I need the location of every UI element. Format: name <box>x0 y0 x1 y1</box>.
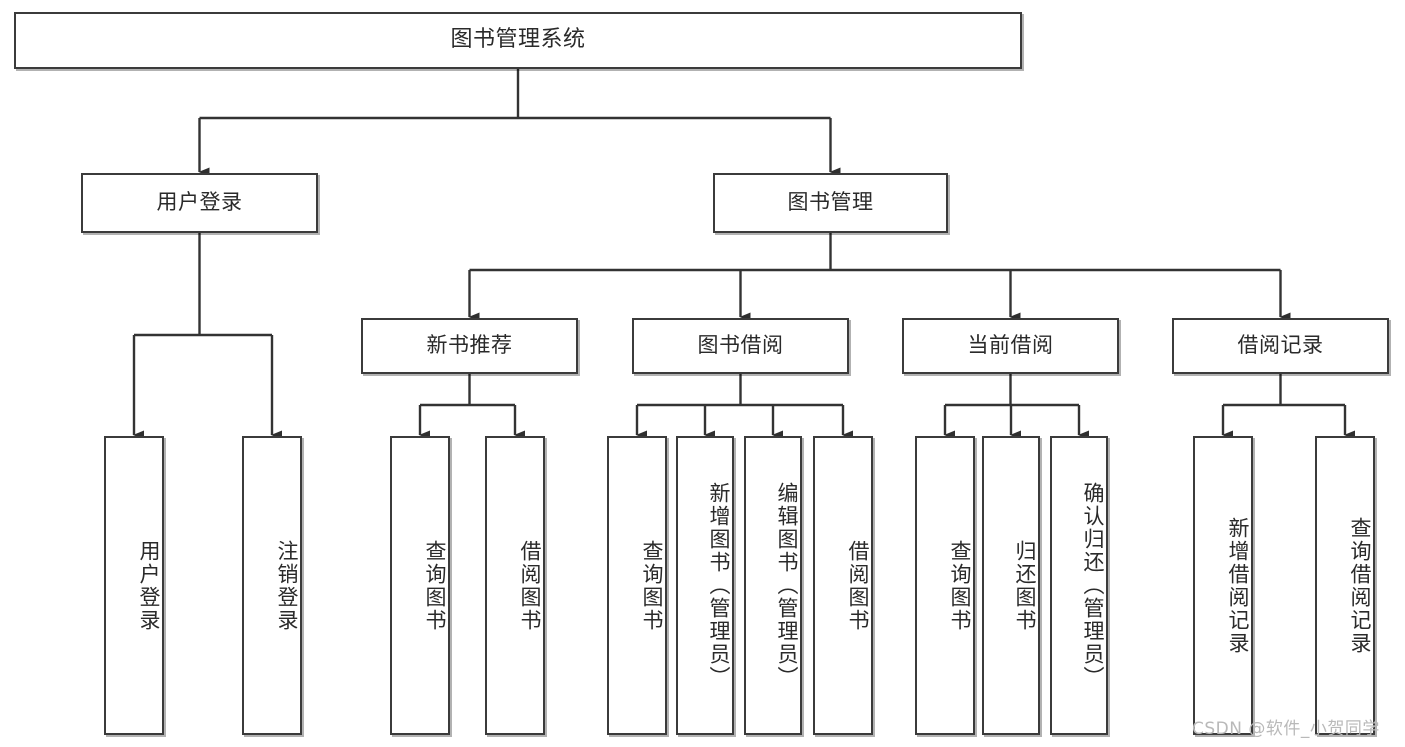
node-label: 新增图书（管理员） <box>707 482 731 689</box>
node-label: 图书管理 <box>787 190 874 215</box>
node-leaf-borrow-book-2[interactable]: 借阅图书 <box>813 436 873 735</box>
node-label: 查询图书 <box>640 539 664 632</box>
node-leaf-borrow-book-1[interactable]: 借阅图书 <box>485 436 545 735</box>
node-leaf-return-book[interactable]: 归还图书 <box>982 436 1040 735</box>
node-root-system[interactable]: 图书管理系统 <box>14 12 1022 69</box>
node-leaf-logout[interactable]: 注销登录 <box>242 436 302 735</box>
node-label: 新增借阅记录 <box>1226 516 1250 655</box>
node-label: 确认归还（管理员） <box>1081 482 1105 689</box>
node-leaf-query-book-2[interactable]: 查询图书 <box>607 436 667 735</box>
node-label: 查询借阅记录 <box>1348 516 1372 655</box>
node-label: 用户登录 <box>156 190 243 215</box>
node-label: 编辑图书（管理员） <box>775 482 799 689</box>
node-label: 查询图书 <box>423 539 447 632</box>
node-leaf-edit-book[interactable]: 编辑图书（管理员） <box>744 436 802 735</box>
node-label: 借阅图书 <box>518 539 542 632</box>
csdn-watermark: CSDN @软件_小贺同学 <box>1192 719 1380 739</box>
node-borrow-record[interactable]: 借阅记录 <box>1172 318 1389 374</box>
node-leaf-query-book-3[interactable]: 查询图书 <box>915 436 975 735</box>
node-label: 图书借阅 <box>697 333 784 358</box>
node-leaf-add-book[interactable]: 新增图书（管理员） <box>676 436 734 735</box>
node-new-book-recommend[interactable]: 新书推荐 <box>361 318 578 374</box>
node-leaf-query-record[interactable]: 查询借阅记录 <box>1315 436 1375 735</box>
node-label: 借阅记录 <box>1237 333 1324 358</box>
node-current-borrow[interactable]: 当前借阅 <box>902 318 1119 374</box>
node-leaf-add-record[interactable]: 新增借阅记录 <box>1193 436 1253 735</box>
node-book-manage[interactable]: 图书管理 <box>713 173 948 233</box>
node-label: 借阅图书 <box>846 539 870 632</box>
node-book-borrow[interactable]: 图书借阅 <box>632 318 849 374</box>
node-label: 当前借阅 <box>967 333 1054 358</box>
node-label: 注销登录 <box>275 539 299 632</box>
node-label: 图书管理系统 <box>450 27 586 53</box>
node-leaf-confirm-return[interactable]: 确认归还（管理员） <box>1050 436 1108 735</box>
node-user-login[interactable]: 用户登录 <box>81 173 318 233</box>
node-label: 用户登录 <box>137 539 161 632</box>
node-leaf-user-login[interactable]: 用户登录 <box>104 436 164 735</box>
node-label: 新书推荐 <box>426 333 513 358</box>
node-label: 查询图书 <box>948 539 972 632</box>
node-label: 归还图书 <box>1013 539 1037 632</box>
node-leaf-query-book-1[interactable]: 查询图书 <box>390 436 450 735</box>
